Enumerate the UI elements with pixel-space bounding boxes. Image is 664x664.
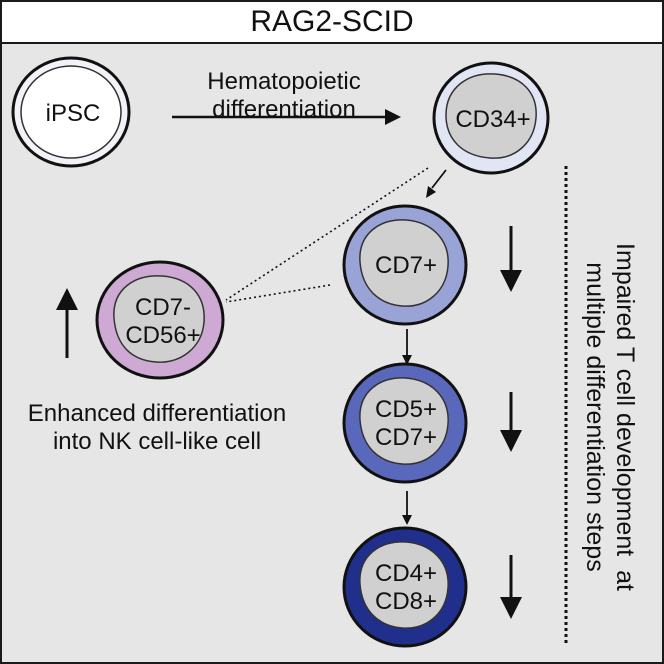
cd7-plus-text: CD7+ [374, 424, 438, 451]
figure-title: RAG2-SCID [250, 5, 414, 38]
cell-label-cd7cd56: CD7- CD56+ [120, 292, 206, 352]
small-arrowhead-cd7-to-cd5 [402, 355, 412, 365]
nk-differentiation-label: Enhanced differentiation into NK cell-li… [28, 400, 286, 456]
cd7-minus-text: CD7- [134, 294, 191, 321]
cell-label-cd34: CD34+ [453, 92, 533, 148]
cell-cd34 [432, 61, 550, 175]
cell-nucleus-ipsc [20, 65, 122, 159]
cd4-plus-text: CD4+ [374, 560, 438, 587]
down-arrowhead-cd7 [500, 270, 522, 292]
diagonal-arrow [431, 169, 447, 189]
cell-cd5cd7 [342, 362, 468, 484]
cell-label-ipsc: iPSC [33, 86, 113, 142]
ipsc-text: iPSC [45, 100, 101, 127]
cd56-plus-text: CD56+ [125, 322, 201, 349]
cd7-text: CD7+ [374, 252, 438, 279]
arrow-label-line2: differentiation [212, 96, 356, 123]
cell-label-cd4cd8: CD4+ CD8+ [366, 558, 446, 618]
arrow-label-line1: Hematopoietic [207, 68, 361, 95]
cell-nucleus-cd34 [445, 73, 537, 159]
nk-label-line2: into NK cell-like cell [52, 428, 262, 455]
dotted-guide-upper [225, 167, 429, 301]
down-arrowhead-cd5 [500, 430, 522, 452]
cell-cd7 [342, 204, 468, 326]
cd8-plus-text: CD8+ [374, 588, 438, 615]
cell-nucleus-cd4cd8 [359, 541, 449, 629]
cell-nucleus-cd5cd7 [359, 377, 449, 465]
cell-nucleus-cd7 [359, 219, 449, 307]
nk-label-line1: Enhanced differentiation [27, 400, 287, 427]
up-arrowhead-nk [56, 288, 78, 310]
down-arrowhead-cd4 [500, 597, 522, 619]
title-bar: RAG2-SCID [2, 2, 662, 44]
side-label-line2: multiple differentiation steps [581, 262, 609, 572]
small-arrowhead-cd5-to-cd4 [402, 515, 412, 525]
cell-cd7cd56 [95, 260, 225, 380]
cell-cd4cd8 [342, 526, 468, 648]
cell-label-cd5cd7: CD5+ CD7+ [366, 394, 446, 454]
diagonal-arrowhead [426, 186, 436, 198]
cell-ipsc [11, 56, 131, 168]
side-label-line1: Impaired T cell development at [611, 243, 639, 591]
impaired-t-cell-label: Impaired T cell development at multiple … [580, 243, 640, 591]
cell-label-cd7: CD7+ [366, 238, 446, 294]
dotted-guide-lower [225, 284, 331, 303]
cd5-plus-text: CD5+ [374, 396, 438, 423]
cell-nucleus-cd7cd56 [113, 275, 205, 363]
horizontal-arrowhead [385, 109, 401, 125]
cd34-text: CD34+ [455, 106, 531, 133]
differentiation-arrow-label: Hematopoietic differentiation [207, 68, 360, 124]
